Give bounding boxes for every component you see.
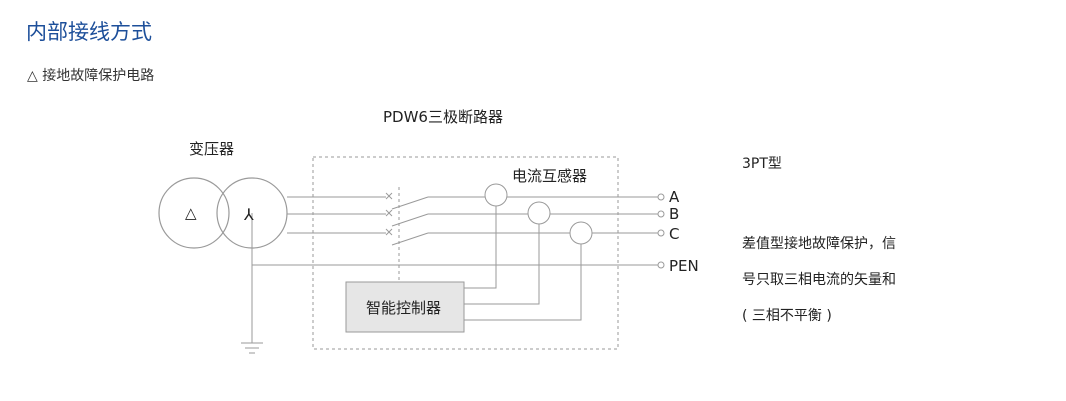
terminal-b-connector	[657, 210, 665, 218]
description-line-1: 差值型接地故障保护，信	[742, 236, 896, 252]
current-transformer-c	[569, 221, 593, 245]
description-line-2: 号只取三相电流的矢量和	[742, 272, 896, 288]
terminal-c-label: C	[669, 225, 679, 243]
description-line-3: ( 三相不平衡 )	[742, 308, 832, 324]
ct-b-signal-wire	[464, 224, 540, 305]
current-transformer-b	[527, 201, 551, 225]
controller-label: 智能控制器	[366, 299, 441, 317]
current-transformer-a	[484, 183, 508, 207]
ct-c-signal-wire	[464, 244, 582, 321]
terminal-a-label: A	[669, 188, 680, 206]
transformer-primary-winding	[158, 177, 230, 249]
transformer-label: 变压器	[189, 140, 234, 158]
terminal-pen-label: PEN	[669, 257, 699, 275]
breaker-label: PDW6三极断路器	[383, 108, 503, 126]
terminal-pen-connector	[657, 261, 665, 269]
page-title: 内部接线方式	[26, 20, 152, 44]
smart-controller-box	[345, 281, 465, 333]
breaker-contact-c	[385, 228, 393, 236]
terminal-c-connector	[657, 229, 665, 237]
switch-blade-b	[391, 213, 429, 227]
secondary-star-symbol: ⅄	[243, 205, 254, 224]
ground-icon	[241, 342, 263, 354]
breaker-contact-b	[385, 209, 393, 217]
primary-delta-symbol: △	[185, 204, 197, 222]
breaker-boundary	[312, 156, 619, 350]
terminal-a-connector	[657, 193, 665, 201]
type-label: 3PT型	[742, 156, 782, 172]
switch-blade-c	[391, 232, 429, 246]
ct-a-signal-wire	[464, 206, 497, 289]
current-transformer-label: 电流互感器	[512, 167, 587, 185]
terminal-b-label: B	[669, 205, 679, 223]
section-subtitle: △ 接地故障保护电路	[27, 68, 155, 84]
switch-blade-a	[391, 196, 429, 210]
breaker-contact-a	[385, 192, 393, 200]
